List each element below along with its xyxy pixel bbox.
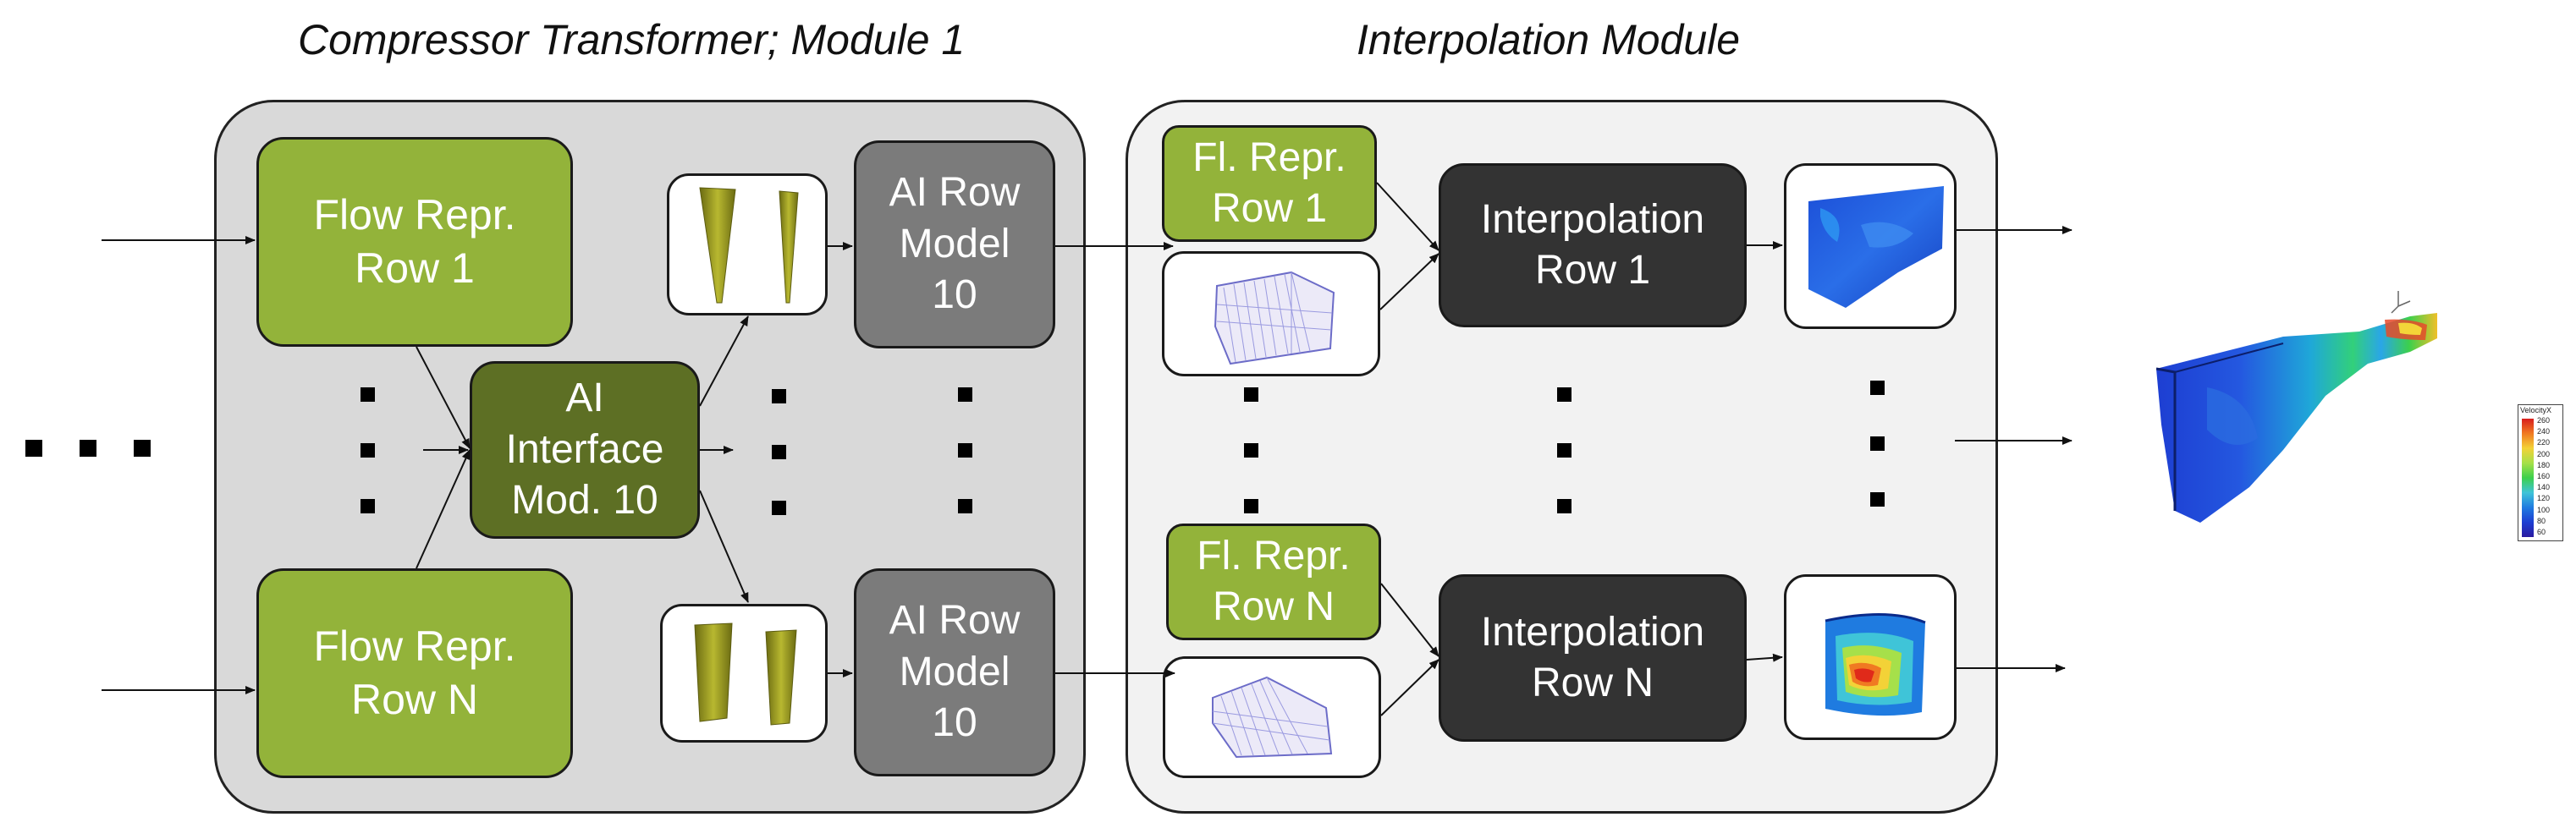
- vertical-dot: [1244, 443, 1258, 458]
- legend-value: 240: [2537, 427, 2551, 436]
- interpolation-row-n: Interpolation Row N: [1439, 574, 1747, 742]
- vertical-dot: [1557, 387, 1571, 402]
- vertical-dot: [1870, 381, 1885, 395]
- ellipsis-dot: [25, 440, 42, 457]
- vertical-dot: [361, 387, 375, 402]
- legend-value: 80: [2537, 516, 2546, 525]
- vertical-dot: [958, 387, 972, 402]
- vertical-dot: [1557, 443, 1571, 458]
- mesh-image-bottom: [1163, 656, 1381, 778]
- blade-image-top: [667, 173, 828, 315]
- ai-row-model-top: AI Row Model 10: [854, 140, 1055, 348]
- vertical-dot: [1244, 387, 1258, 402]
- legend-value: 160: [2537, 472, 2551, 480]
- vertical-dot: [361, 499, 375, 513]
- fl-repr-row-1: Fl. Repr. Row 1: [1162, 125, 1377, 242]
- vertical-dot: [361, 443, 375, 458]
- flow-repr-row-n: Flow Repr. Row N: [256, 568, 573, 778]
- flow-repr-row-1: Flow Repr. Row 1: [256, 137, 573, 347]
- interpolation-row-1: Interpolation Row 1: [1439, 163, 1747, 327]
- vertical-dot: [772, 445, 786, 459]
- compressor-velocity-render: [2156, 291, 2437, 523]
- vertical-dot: [958, 443, 972, 458]
- vertical-dot: [772, 501, 786, 515]
- legend-colorbar: [2522, 419, 2534, 537]
- legend-value: 200: [2537, 449, 2551, 458]
- ellipsis-dot: [80, 440, 96, 457]
- interpolation-title: Interpolation Module: [1357, 16, 1741, 63]
- vertical-dot: [958, 499, 972, 513]
- legend-value: 180: [2537, 460, 2551, 469]
- blade-image-bottom: [660, 604, 828, 743]
- legend-value: 100: [2537, 505, 2551, 514]
- result-image-bottom: [1784, 574, 1957, 740]
- velocity-legend: VelocityX 260 240 220 200 180 160 140 120 100 80 6…: [2518, 404, 2563, 541]
- legend-value: 220: [2537, 438, 2551, 447]
- ellipsis-dot: [134, 440, 151, 457]
- ai-interface-module: AI Interface Mod. 10: [470, 361, 700, 539]
- legend-value: 260: [2537, 416, 2551, 425]
- legend-value: 120: [2537, 494, 2551, 503]
- vertical-dot: [1557, 499, 1571, 513]
- fl-repr-row-n: Fl. Repr. Row N: [1166, 524, 1381, 640]
- legend-value: 140: [2537, 483, 2551, 492]
- vertical-dot: [1870, 492, 1885, 507]
- vertical-dot: [1870, 436, 1885, 451]
- result-image-top: [1784, 163, 1957, 329]
- vertical-dot: [772, 389, 786, 403]
- legend-value: 60: [2537, 528, 2546, 536]
- mesh-image-top: [1162, 251, 1380, 376]
- ai-row-model-bottom: AI Row Model 10: [854, 568, 1055, 776]
- vertical-dot: [1244, 499, 1258, 513]
- module1-title: Compressor Transformer; Module 1: [298, 16, 966, 63]
- legend-title: VelocityX: [2520, 406, 2552, 414]
